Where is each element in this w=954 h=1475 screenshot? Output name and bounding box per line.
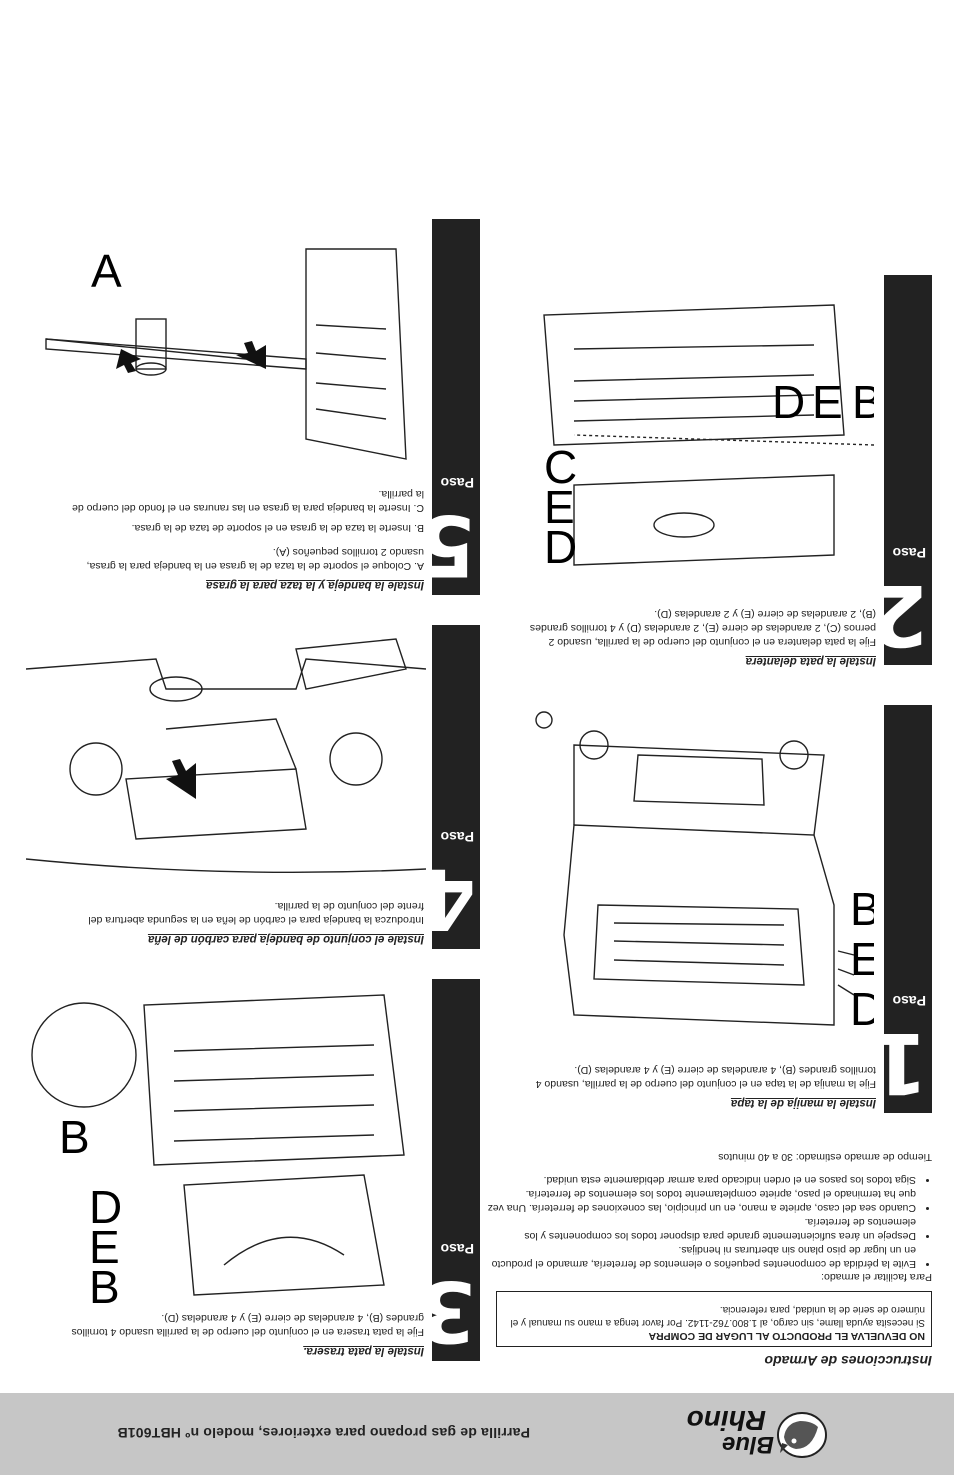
step-4-arrow-icon xyxy=(166,759,196,799)
part-label-b: B xyxy=(852,376,874,428)
part-label-d: D xyxy=(850,983,874,1035)
part-label-b: B xyxy=(89,1261,120,1305)
notice-box: NO DEVUELVA EL PRODUCTO AL LUGAR DE COMP… xyxy=(496,1291,932,1347)
step-4-title: Instale el conjunto de bandeja para carb… xyxy=(147,933,424,945)
step-4-text: Introduzca la bandeja para el carbón de … xyxy=(88,900,424,926)
step-2-title: Instale la pata delantera xyxy=(745,655,876,667)
step-3-diagram: B E D B xyxy=(31,994,405,1305)
step-5-item-b: B. Inserte la taza de la grasa en el sop… xyxy=(131,522,424,534)
svg-text:Rhino: Rhino xyxy=(687,1405,766,1436)
step-2-bar: 2 Paso xyxy=(870,275,932,665)
step-1-paso-label: Paso xyxy=(892,993,926,1009)
step-4-diagram xyxy=(26,638,426,874)
step-4-paso-label: Paso xyxy=(440,829,474,845)
step-4-number: 4 xyxy=(417,850,476,948)
tips-intro: Para facilitar el armado: xyxy=(821,1271,932,1283)
step-5-arrow-icon xyxy=(236,341,266,369)
part-label-a: A xyxy=(91,245,122,297)
tip-item: Siga todos los pasos en el orden indicad… xyxy=(480,1173,916,1187)
part-label-d: D xyxy=(772,376,805,428)
step-3-title: Instale la pata trasera. xyxy=(303,1345,424,1357)
step-3-text: Fije la pata trasera en el conjunto del … xyxy=(71,1312,424,1338)
step-5-diagram: A xyxy=(45,245,407,460)
step-5-title: Instale la bandeja y la taza para la gra… xyxy=(206,579,424,591)
step-1-text: Fije la manija de la tapa en el conjunto… xyxy=(535,1064,876,1090)
step-5-number: 5 xyxy=(417,496,476,594)
step-3-number: 3 xyxy=(417,1262,476,1360)
step-5-arrow-icon xyxy=(116,349,141,373)
part-label-e: E xyxy=(812,376,843,428)
document-title: Parrilla de gas propano para exteriores,… xyxy=(117,1425,530,1441)
tip-item: Despeje un área suficientemente grande p… xyxy=(480,1215,916,1243)
part-label-b: B xyxy=(850,883,874,935)
step-1-title: Instale la manija de la tapa xyxy=(730,1097,876,1109)
part-label-e: E xyxy=(544,481,575,533)
notice-heading: NO DEVUELVA EL PRODUCTO AL LUGAR DE COMP… xyxy=(648,1330,925,1342)
part-label-b: B xyxy=(59,1111,90,1163)
part-label-d: D xyxy=(544,521,577,573)
step-3-bar: 3 Paso xyxy=(418,979,480,1361)
tip-item: Evite la pérdida de componentes pequeños… xyxy=(480,1243,916,1271)
step-4-bar: 4 Paso xyxy=(418,625,480,949)
svg-text:Blue: Blue xyxy=(722,1431,774,1458)
part-label-d: D xyxy=(89,1181,122,1233)
step-2-diagram: C E D B E D xyxy=(543,304,874,573)
notice-body: Si necesita ayuda llame, sin cargo, al 1… xyxy=(510,1304,925,1328)
part-label-e: E xyxy=(850,933,874,985)
step-2-number: 2 xyxy=(869,566,928,664)
step-5-paso-label: Paso xyxy=(440,475,474,491)
step-5-part-labels: A xyxy=(91,245,122,297)
blue-rhino-logo: Blue Rhino xyxy=(687,1405,827,1458)
step-1-diagram: D E B xyxy=(535,711,874,1035)
part-label-c: C xyxy=(544,441,577,493)
step-3-part-labels: B E D B xyxy=(59,1111,122,1305)
time-estimate: Tiempo de armado estimado: 30 a 40 minut… xyxy=(718,1151,932,1163)
step-5-item-a: A. Coloque el soporte de la taza de la g… xyxy=(86,546,424,572)
step-1-bar: 1 Paso xyxy=(870,705,932,1113)
step-5-bar: 5 Paso xyxy=(418,219,480,595)
step-2-text: Fije la pata delantera en el conjunto de… xyxy=(529,608,876,648)
step-5-item-c: C. Inserte la bandeja para la grasa en l… xyxy=(72,488,424,514)
step-1-part-labels: D E B xyxy=(850,883,874,1035)
step-2-part-labels: C E D B E D xyxy=(544,376,874,573)
tip-item: Cuando sea del caso, apriete a mano, en … xyxy=(480,1187,916,1215)
step-1-number: 1 xyxy=(869,1014,928,1112)
instructions-title: Instrucciones de Armado xyxy=(764,1353,932,1369)
part-label-e: E xyxy=(89,1221,120,1273)
step-2-paso-label: Paso xyxy=(892,545,926,561)
step-3-paso-label: Paso xyxy=(440,1241,474,1257)
tips-list: Evite la pérdida de componentes pequeños… xyxy=(480,1173,932,1271)
